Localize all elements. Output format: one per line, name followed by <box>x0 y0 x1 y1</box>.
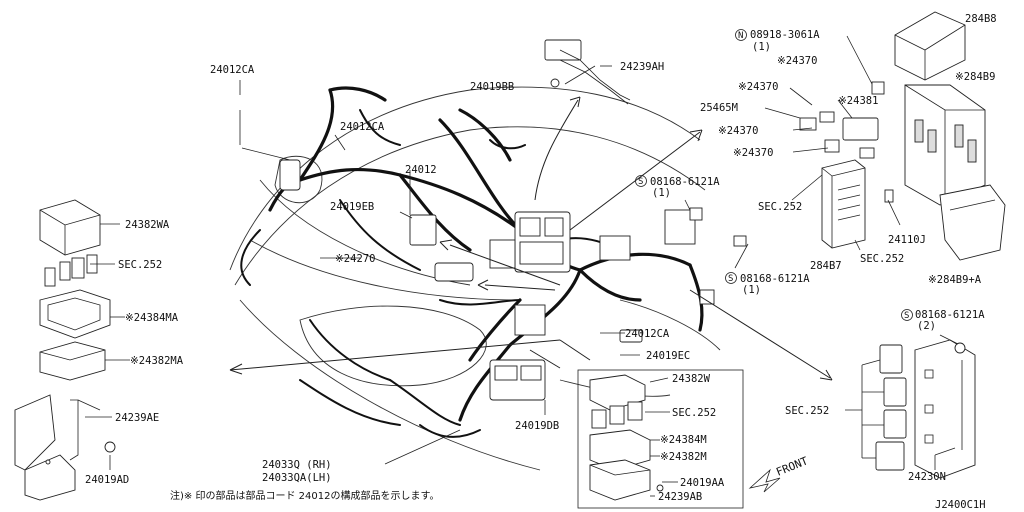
label-08168-c-qty: (2) <box>917 320 936 332</box>
relay-bracket-group <box>875 339 976 479</box>
fastener-symbols: N S S S <box>635 29 913 321</box>
label-24370-d: ※24370 <box>777 55 817 67</box>
main-harness <box>240 86 704 438</box>
label-08168-6121a-b: 08168-6121A <box>740 273 810 285</box>
part-labels: 24012CA 24012CA 24012 24019EB ※24270 240… <box>85 13 997 503</box>
label-24382w: 24382W <box>672 373 711 385</box>
label-24019db: 24019DB <box>515 420 559 432</box>
label-24370-c: ※24370 <box>733 147 773 159</box>
label-24370-a: ※24370 <box>738 81 778 93</box>
label-284b9-a: ※284B9+A <box>928 274 982 286</box>
label-08918-qty: (1) <box>752 41 771 53</box>
s-symbol-a: S <box>638 177 643 187</box>
front-direction-indicator: FRONT <box>748 454 810 493</box>
label-24033qa: 24033QA(LH) <box>262 472 332 484</box>
s-symbol-b: S <box>728 274 733 284</box>
label-24381: ※24381 <box>838 95 878 107</box>
label-24019ad: 24019AD <box>85 474 129 486</box>
label-24110j: 24110J <box>888 234 926 246</box>
leader-lines <box>85 35 959 497</box>
label-24382ma: ※24382MA <box>130 355 184 367</box>
label-08168-b-qty: (1) <box>742 284 761 296</box>
label-08918-3061a: 08918-3061A <box>750 29 820 41</box>
footnote: 注)※ 印の部品は部品コード 24012の構成部品を示します。 <box>170 489 439 502</box>
bracket-24239ah <box>550 49 631 105</box>
front-label: FRONT <box>774 454 810 479</box>
label-24370-b: ※24370 <box>718 125 758 137</box>
label-25465m: 25465M <box>700 102 738 114</box>
label-24270: ※24270 <box>335 253 375 265</box>
label-sec252-right: SEC.252 <box>758 201 802 213</box>
inset-fuse-box <box>577 369 744 509</box>
label-sec252-box: SEC.252 <box>860 253 904 265</box>
label-24239ae: 24239AE <box>115 412 159 424</box>
label-24384ma: ※24384MA <box>125 312 179 324</box>
label-24012: 24012 <box>405 164 437 176</box>
label-284b7: 284B7 <box>810 260 842 272</box>
label-24012ca-low: 24012CA <box>625 328 670 340</box>
label-24019aa: 24019AA <box>680 477 725 489</box>
label-24239ah: 24239AH <box>620 61 664 73</box>
n-symbol: N <box>738 31 743 41</box>
direction-arrows <box>229 96 833 381</box>
label-24230n: 24230N <box>908 471 946 483</box>
label-08168-6121a-a: 08168-6121A <box>650 176 720 188</box>
label-24019bb: 24019BB <box>470 81 514 93</box>
diagram-id: J2400C1H <box>935 499 986 511</box>
label-24382wa: 24382WA <box>125 219 170 231</box>
s-symbol-c: S <box>904 311 909 321</box>
label-24012ca-mid: 24012CA <box>340 121 385 133</box>
label-24239ab: 24239AB <box>658 491 702 503</box>
label-sec252-relay: SEC.252 <box>785 405 829 417</box>
fuse-box-group-upper-right <box>689 11 1006 261</box>
fuse-box-group-left <box>14 199 116 501</box>
label-sec252-inset: SEC.252 <box>672 407 716 419</box>
label-24382m: ※24382M <box>660 451 707 463</box>
vehicle-body-outline <box>229 86 721 471</box>
label-24019eb: 24019EB <box>330 201 374 213</box>
label-24033q: 24033Q (RH) <box>262 459 332 471</box>
label-284b9: ※284B9 <box>955 71 995 83</box>
label-24384m: ※24384M <box>660 434 707 446</box>
label-284b8: 284B8 <box>965 13 997 25</box>
label-24012ca-top: 24012CA <box>210 64 255 76</box>
label-08168-6121a-c: 08168-6121A <box>915 309 985 321</box>
label-sec252-left: SEC.252 <box>118 259 162 271</box>
label-08168-a-qty: (1) <box>652 187 671 199</box>
label-24019ec: 24019EC <box>646 350 690 362</box>
